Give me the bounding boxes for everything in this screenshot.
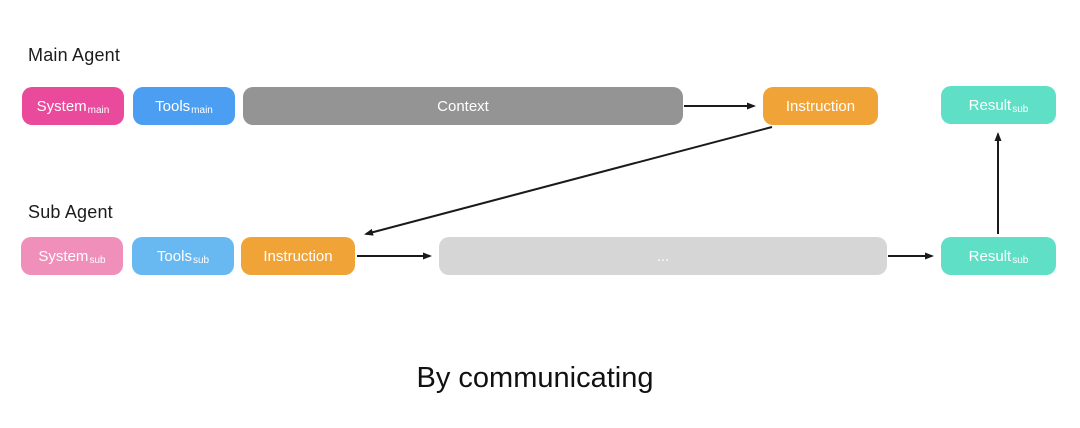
- node-subscript: sub: [1012, 254, 1029, 266]
- node-label: Result: [968, 247, 1012, 265]
- node-subscript: main: [191, 104, 213, 116]
- node-subscript: sub: [1012, 103, 1029, 115]
- node-subscript: sub: [192, 254, 210, 266]
- main-agent-label: Main Agent: [28, 45, 121, 65]
- node-subscript: main: [87, 104, 110, 116]
- node-label: Result: [968, 96, 1012, 114]
- node-label: ...: [656, 247, 670, 265]
- node-ellipsis: ...: [439, 237, 887, 275]
- arrow-instruction-main-to-instruction-sub: [364, 126, 773, 236]
- node-label: System: [36, 97, 87, 115]
- node-label: Tools: [155, 97, 191, 115]
- node-label: System: [38, 247, 89, 265]
- node-instruction-main: Instruction: [763, 87, 878, 125]
- node-label: Context: [437, 97, 489, 115]
- node-context: Context: [243, 87, 683, 125]
- node-label: Instruction: [263, 247, 333, 265]
- node-label: Instruction: [785, 97, 856, 115]
- diagram-caption: By communicating: [416, 362, 654, 394]
- sub-agent-label: Sub Agent: [28, 202, 113, 222]
- node-instruction-sub: Instruction: [241, 237, 355, 275]
- node-label: Tools: [156, 247, 192, 265]
- node-subscript: sub: [89, 254, 106, 266]
